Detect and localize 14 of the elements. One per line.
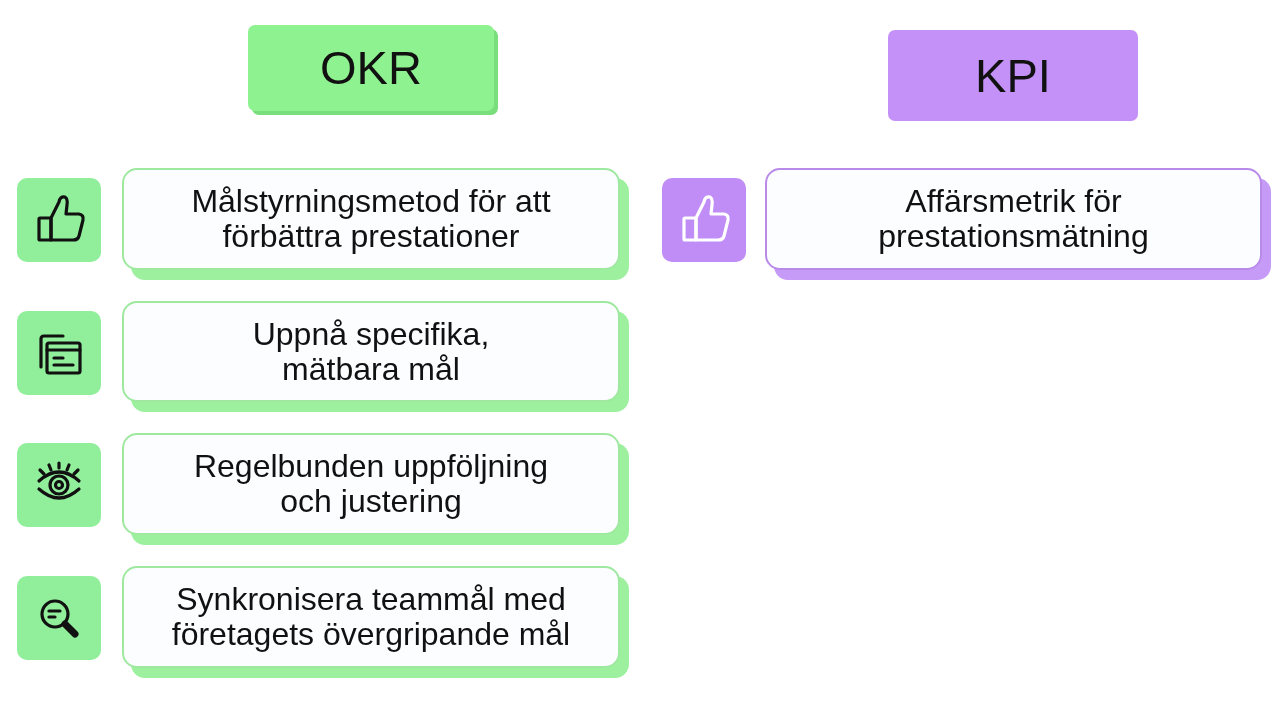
card	[765, 168, 1271, 280]
header-tab	[248, 25, 498, 115]
header-tab	[888, 30, 1138, 121]
card	[122, 168, 629, 280]
card	[122, 566, 629, 678]
card-text: Målstyrningsmetod för att förbättra prestationer	[190, 184, 552, 254]
header-title: OKR	[320, 41, 422, 95]
card	[122, 433, 629, 545]
header-title: KPI	[975, 48, 1051, 103]
card	[122, 301, 629, 412]
card-text: Uppnå specifika, mätbara mål	[251, 316, 491, 387]
card-text: Regelbunden uppföljning och justering	[192, 449, 550, 519]
card-text: Synkronisera teammål med företagets övergripande mål	[170, 582, 572, 652]
card-text: Affärsmetrik för prestationsmätning	[877, 184, 1150, 254]
